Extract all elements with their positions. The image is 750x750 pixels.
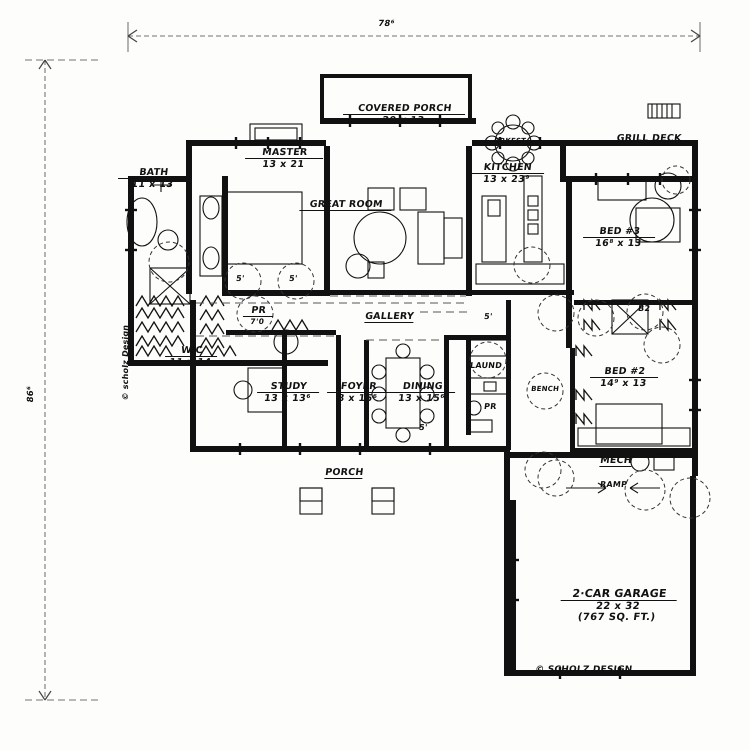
room-name: GRILL DECK xyxy=(604,133,694,145)
powder-room-mark: PR 7'0 xyxy=(242,305,275,326)
clearance-mark-2: 5' xyxy=(288,274,299,283)
label-laundry: LAUND xyxy=(469,361,503,370)
room-label-bath: BATH 11 x 13 xyxy=(117,167,190,190)
room-label-bed-2: BED #2 14⁹ x 13 xyxy=(589,366,660,389)
room-area: (767 SQ. FT.) xyxy=(577,612,657,624)
room-label-great-room: GREAT ROOM xyxy=(299,199,393,211)
label-powder-room-2: PR xyxy=(483,402,498,411)
room-dimension: 20 x 13 xyxy=(381,114,425,126)
room-dimension: 13 x 13⁶ xyxy=(263,392,312,404)
copyright-left: © scholz Design xyxy=(121,324,130,401)
overall-height-dimension: 86⁶ xyxy=(26,385,36,404)
clearance-mark-3: 5' xyxy=(483,312,494,321)
label-bench: BENCH xyxy=(530,385,560,393)
room-dimension: 11 x 13 xyxy=(130,178,174,190)
room-dimension: 8 x 15⁶ xyxy=(336,392,378,404)
window-and-door-marks xyxy=(125,115,701,679)
room-name: BED #3 xyxy=(583,226,657,238)
room-dimension: 11 x 14 xyxy=(168,356,212,368)
room-label-wic: WIC 11 x 14 xyxy=(164,345,219,368)
copyright-garage: © SCHOLZ DESIGN xyxy=(534,665,633,675)
room-name: MASTER xyxy=(245,147,325,159)
room-label-dining: DINING 13 x 15⁶ xyxy=(388,381,457,404)
label-brkfst: BRKFST xyxy=(493,137,527,145)
door-swing-arcs xyxy=(148,165,711,519)
label-mech: MECH xyxy=(599,455,633,467)
exterior-walls xyxy=(128,74,698,676)
room-dimension: 13 x 21 xyxy=(261,158,305,170)
room-name: DINING xyxy=(389,381,457,393)
label-ramp: RAMP xyxy=(599,480,628,489)
room-name: 2·CAR GARAGE xyxy=(560,587,679,601)
room-label-master: MASTER 13 x 21 xyxy=(244,147,325,170)
dashed-reference-lines xyxy=(196,295,470,341)
room-name: GREAT ROOM xyxy=(299,199,393,211)
label-b2: B2 xyxy=(637,304,651,313)
room-dimension: 14⁹ x 13 xyxy=(599,377,648,389)
room-name: FOYER xyxy=(327,381,391,393)
powder-room-label: PR xyxy=(242,305,275,317)
room-name: STUDY xyxy=(257,381,321,393)
clearance-mark-1: 5' xyxy=(235,274,246,283)
room-dimension: 13 x 15⁶ xyxy=(397,392,446,404)
room-name: COVERED PORCH xyxy=(343,103,467,115)
overall-width-dimension: 78⁶ xyxy=(377,19,396,29)
room-dimension: 13 x 23⁹ xyxy=(482,173,531,185)
closet-shelving xyxy=(135,294,677,426)
fixtures-and-furniture xyxy=(126,103,691,515)
label-gallery: GALLERY xyxy=(364,311,415,323)
room-name: BATH xyxy=(118,167,190,179)
room-name: KITCHEN xyxy=(470,162,546,174)
room-label-grill-deck: GRILL DECK xyxy=(604,133,694,145)
room-dimension: 16⁸ x 13 xyxy=(594,237,643,249)
room-label-garage: 2·CAR GARAGE 22 x 32 (767 SQ. FT.) xyxy=(558,587,679,624)
dimension-lines xyxy=(25,22,701,701)
room-name: WIC xyxy=(165,345,219,357)
room-label-study: STUDY 13 x 13⁶ xyxy=(256,381,321,404)
label-porch: PORCH xyxy=(324,467,365,479)
powder-room-dimension: 7'0 xyxy=(249,316,265,326)
room-dimension: 22 x 32 xyxy=(595,600,641,612)
room-label-foyer: FOYER 8 x 15⁶ xyxy=(326,381,391,404)
room-label-kitchen: KITCHEN 13 x 23⁹ xyxy=(469,162,546,185)
room-name: BED #2 xyxy=(590,366,660,378)
room-label-covered-porch: COVERED PORCH 20 x 13 xyxy=(342,103,467,126)
clearance-mark-4: 5' xyxy=(418,423,429,432)
room-label-bed-3: BED #3 16⁸ x 13 xyxy=(582,226,657,249)
